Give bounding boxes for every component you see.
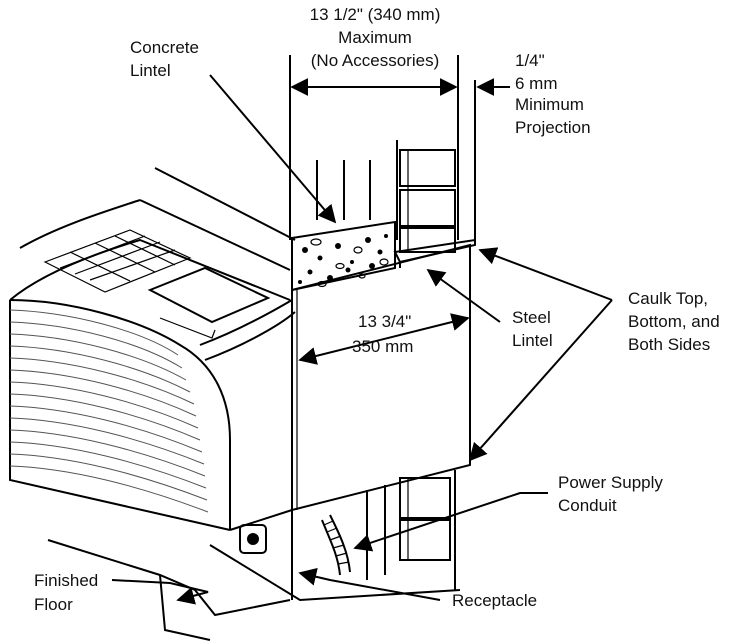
power-conduit — [321, 514, 351, 576]
depth-text-1: 13 3/4" — [358, 312, 411, 331]
unit-top — [9, 167, 296, 339]
lower-wall-lines — [291, 470, 456, 600]
caulk-text-1: Caulk Top, — [628, 289, 708, 308]
max-width-text-3: (No Accessories) — [311, 51, 439, 70]
label-finished-floor: Finished Floor — [34, 571, 98, 614]
label-receptacle: Receptacle — [452, 591, 537, 610]
depth-dimension — [298, 313, 470, 365]
power-text-1: Power Supply — [558, 473, 663, 492]
projection-text-4: Projection — [515, 118, 591, 137]
projection-text-2: 6 mm — [515, 74, 558, 93]
power-text-2: Conduit — [558, 496, 617, 515]
concrete-lintel-text-2: Lintel — [130, 61, 171, 80]
label-depth: 13 3/4" 350 mm — [352, 312, 413, 356]
receptacle-text: Receptacle — [452, 591, 537, 610]
depth-text-2: 350 mm — [352, 337, 413, 356]
label-concrete-lintel: Concrete Lintel — [130, 38, 199, 80]
label-max-width: 13 1/2" (340 mm) Maximum (No Accessories… — [310, 5, 441, 70]
projection-text-3: Minimum — [515, 95, 584, 114]
sleeve-side-panel — [291, 243, 471, 512]
brick-stack-top — [399, 149, 456, 253]
floor-text-1: Finished — [34, 571, 98, 590]
finished-floor — [47, 539, 461, 641]
wall-lines — [289, 55, 476, 240]
caulk-text-3: Both Sides — [628, 335, 710, 354]
caulk-text-2: Bottom, and — [628, 312, 720, 331]
label-projection: 1/4" 6 mm Minimum Projection — [515, 51, 591, 137]
receptacle-outlet — [239, 524, 267, 554]
max-width-text-2: Maximum — [338, 28, 412, 47]
label-power-supply: Power Supply Conduit — [558, 473, 663, 515]
steel-lintel-text-1: Steel — [512, 308, 551, 327]
steel-lintel-text-2: Lintel — [512, 331, 553, 350]
concrete-lintel — [291, 220, 396, 292]
brick-stack-bottom — [399, 477, 451, 561]
projection-text-1: 1/4" — [515, 51, 545, 70]
floor-text-2: Floor — [34, 595, 73, 614]
label-steel-lintel: Steel Lintel — [512, 308, 553, 350]
leader-arrows — [111, 74, 613, 605]
concrete-lintel-text-1: Concrete — [130, 38, 199, 57]
unit-front — [9, 299, 296, 531]
label-caulk: Caulk Top, Bottom, and Both Sides — [628, 289, 720, 354]
max-width-text-1: 13 1/2" (340 mm) — [310, 5, 441, 24]
